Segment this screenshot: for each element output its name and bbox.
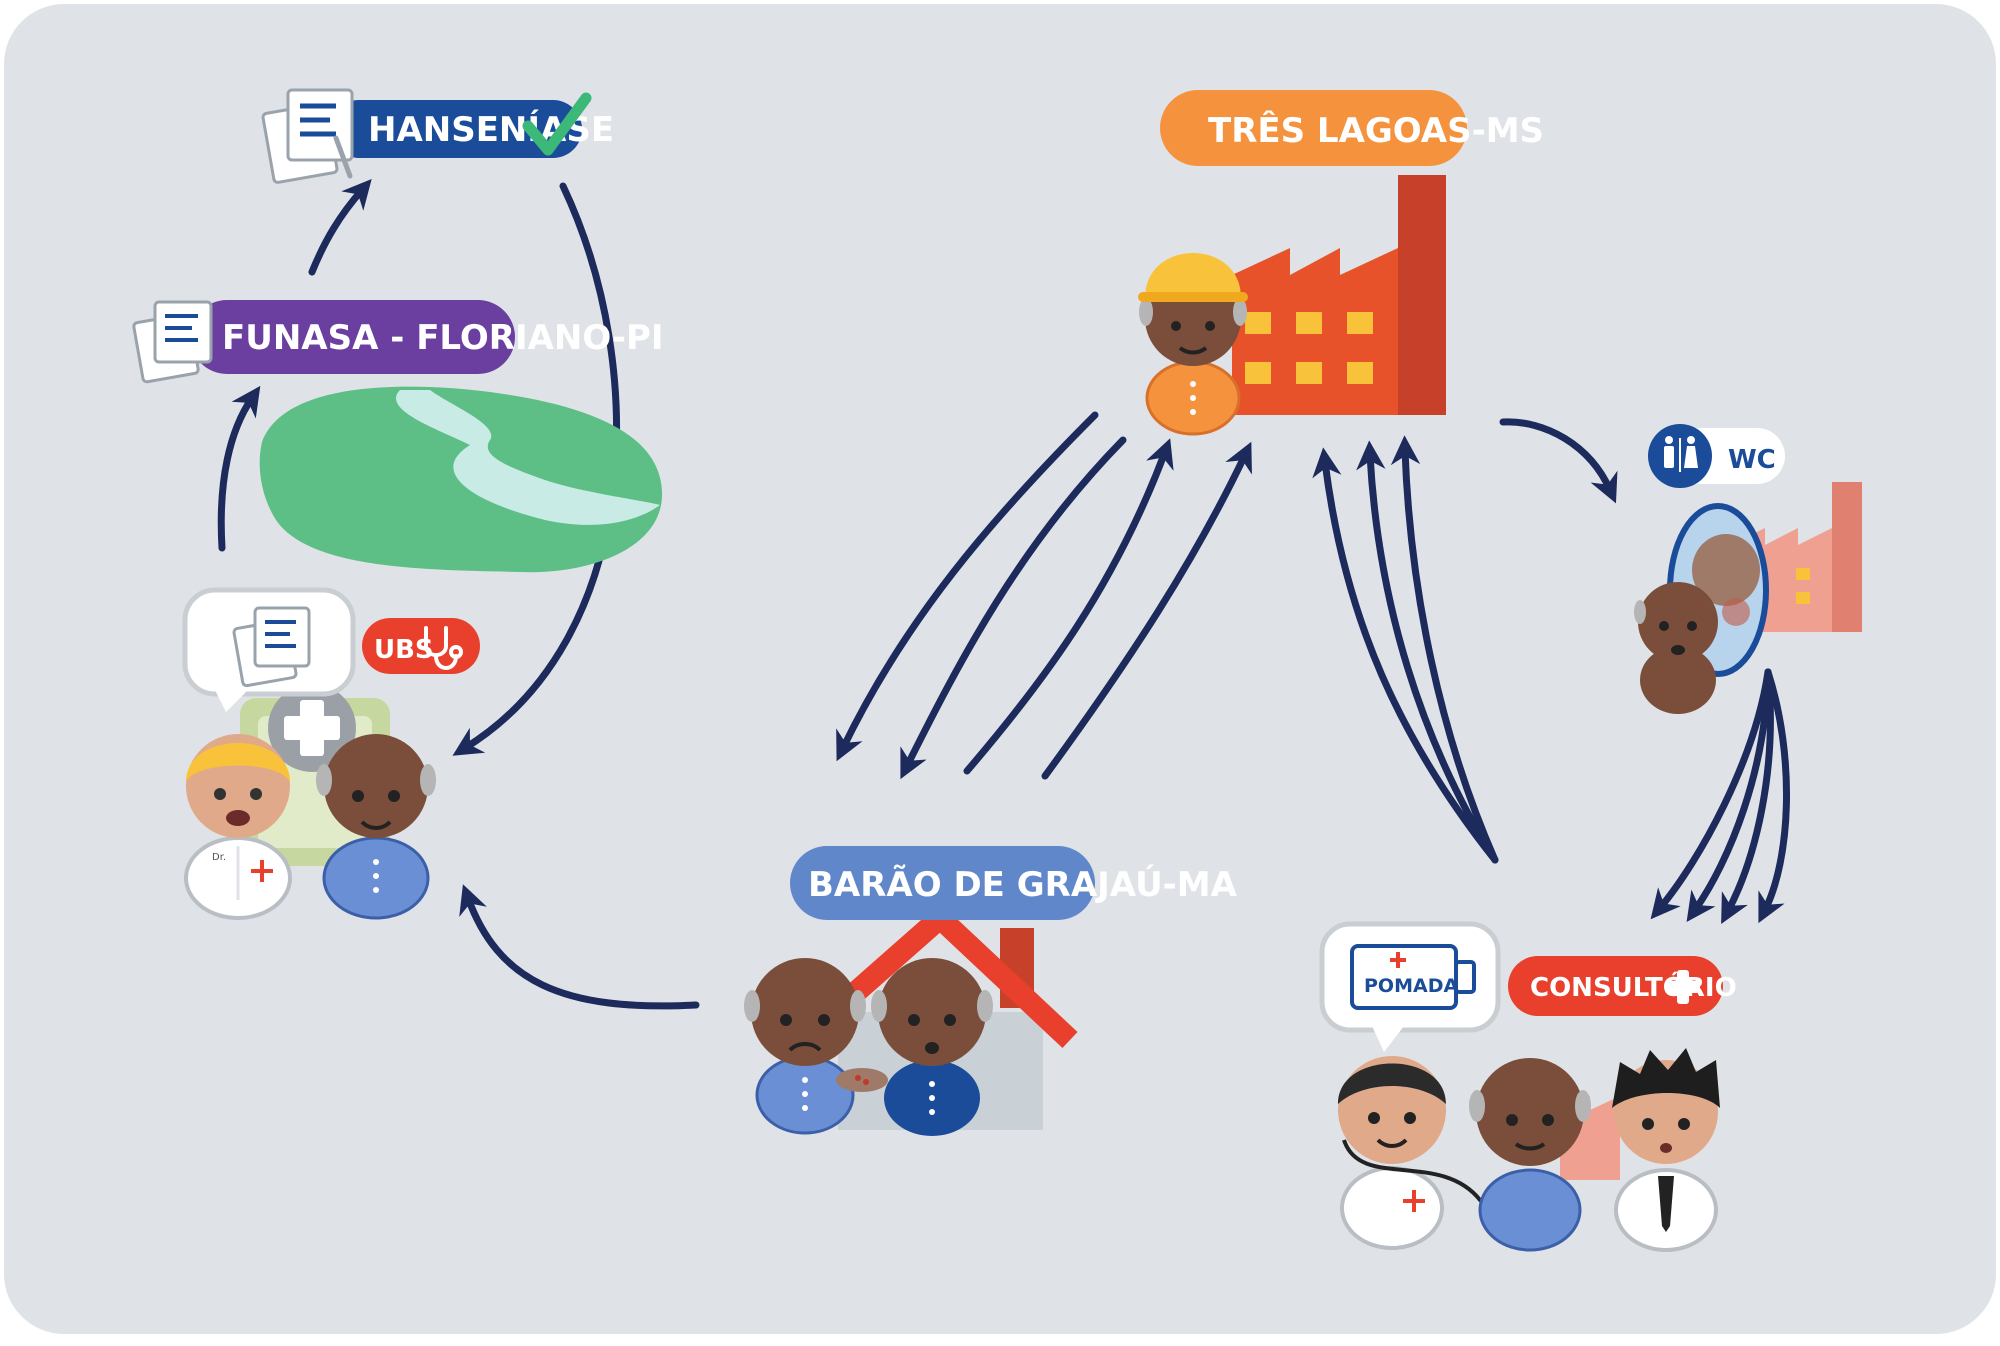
arrow-wc-to-consultorio-2 (1686, 668, 1772, 923)
arrow-wc-to-consultorio-1 (1650, 668, 1772, 920)
medical-cross-icon (1666, 970, 1700, 1004)
consultorio-label: CONSULTÓRIO (1530, 971, 1737, 1003)
ubs-doctor: Dr. (184, 734, 292, 920)
tres-lagoas-pill (1160, 90, 1467, 166)
wc-node: WC (1634, 424, 1862, 714)
factory-icon (1232, 175, 1446, 415)
barao-patient-surprised (871, 958, 993, 1136)
arrow-factory-to-barao-2 (900, 436, 1127, 780)
tres-lagoas-node: TRÊS LAGOAS-MS (1138, 90, 1544, 436)
barao-node: BARÃO DE GRAJAÚ-MA (744, 846, 1238, 1136)
consultorio-patient (1469, 1058, 1591, 1252)
arrow-funasa-to-hanseniase (308, 178, 372, 276)
barao-label: BARÃO DE GRAJAÚ-MA (808, 864, 1238, 905)
ubs-label: UBS (374, 635, 434, 665)
arrow-factory-to-wc (1499, 418, 1618, 504)
arrow-consultorio-to-factory-1 (1312, 447, 1499, 864)
funasa-node: FUNASA - FLORIANO-PI (132, 300, 664, 384)
barao-pill (790, 846, 1095, 920)
wc-patient (1634, 582, 1718, 714)
consultorio-attendant (1612, 1048, 1720, 1252)
ubs-patient (316, 734, 436, 920)
arrow-wc-to-consultorio-3 (1721, 668, 1774, 924)
pomada-label: POMADA (1364, 975, 1458, 997)
ubs-pill (362, 618, 480, 674)
wc-label: WC (1728, 445, 1776, 475)
ubs-node: UBS Dr. (182, 587, 480, 920)
arrow-barao-to-factory-2 (1041, 441, 1252, 780)
arrow-factory-to-barao-1 (836, 411, 1099, 762)
river-landscape (259, 386, 663, 573)
ointment-tube-icon: POMADA (1350, 944, 1476, 1010)
consultorio-node: POMADA CONSULTÓRIO (1319, 921, 1737, 1252)
arrow-consultorio-to-factory-3 (1390, 435, 1499, 864)
document-clip-icon (132, 300, 213, 384)
stethoscope-icon (424, 626, 463, 670)
flow-arrows (217, 178, 1790, 1010)
checkmark-icon (522, 92, 592, 156)
ointment-speech-bubble: POMADA (1319, 921, 1501, 1052)
barao-patient-sad (744, 958, 888, 1135)
arrow-barao-to-factory-1 (963, 438, 1174, 775)
hard-hat (1145, 253, 1241, 298)
arrow-consultorio-to-factory-2 (1356, 440, 1499, 864)
hanseniase-node: HANSENÍASE (261, 88, 614, 184)
funasa-label: FUNASA - FLORIANO-PI (222, 318, 664, 358)
arrow-wc-to-consultorio-4 (1758, 668, 1790, 924)
funasa-pill (190, 300, 515, 374)
arrow-barao-to-ubs (459, 884, 700, 1010)
tres-lagoas-label: TRÊS LAGOAS-MS (1208, 110, 1544, 151)
document-clip-icon (261, 88, 354, 184)
doctor-badge: Dr. (212, 852, 226, 863)
arrow-ubs-to-funasa (217, 385, 261, 552)
consultorio-pill (1508, 956, 1723, 1016)
hanseniase-pill (330, 100, 582, 158)
document-speech-bubble (182, 587, 356, 712)
factory-worker (1138, 253, 1248, 436)
